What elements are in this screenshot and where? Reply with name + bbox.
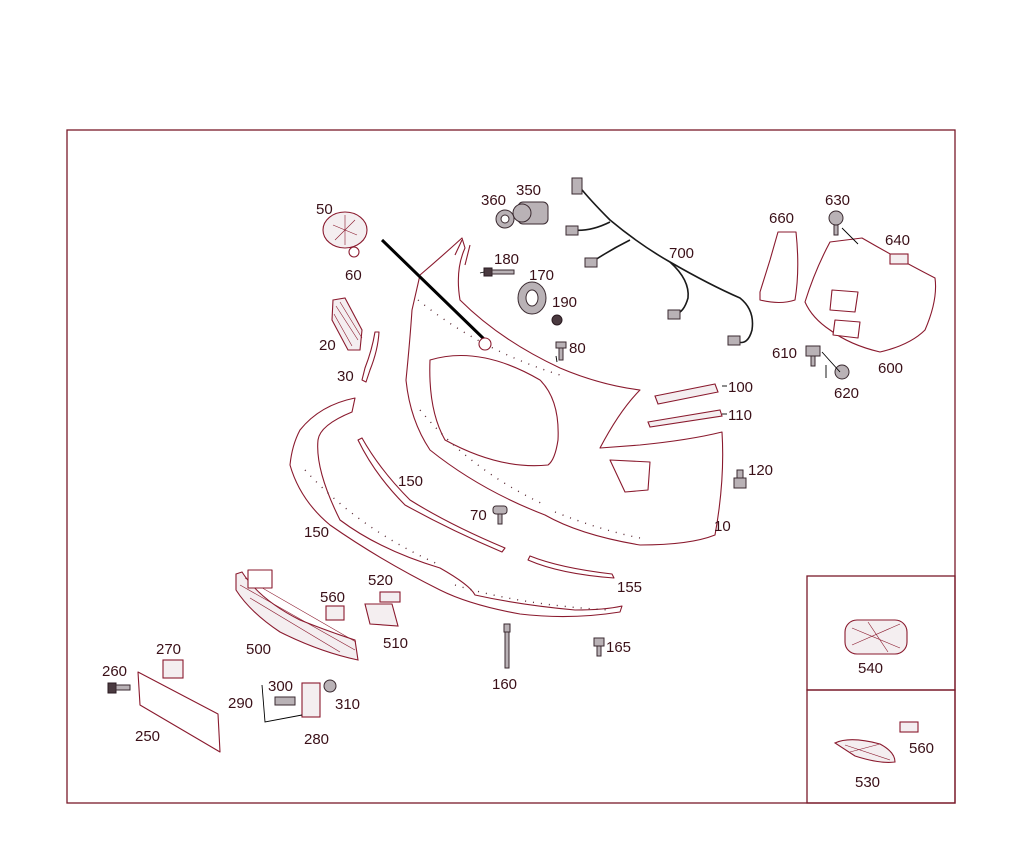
bracket-660 (759, 231, 799, 304)
inset-frame-bottom (806, 689, 956, 804)
label-180: 180 (494, 251, 519, 268)
clip-270 (162, 659, 184, 679)
bracket-600-slot (832, 319, 861, 339)
screw-610 (805, 345, 821, 367)
screw-70 (492, 505, 508, 525)
trim-110 (647, 409, 723, 428)
bolt-180 (483, 267, 515, 277)
label-360: 360 (481, 192, 506, 209)
label-160: 160 (492, 676, 517, 693)
part-labels: 10 20 30 50 60 70 80 100 110 120 150 150… (102, 182, 934, 791)
bolt-260 (107, 682, 131, 694)
grille-20 (331, 297, 363, 351)
grille-530 (833, 739, 896, 763)
rivet-160 (503, 623, 511, 669)
emblem-50 (322, 211, 368, 249)
label-290: 290 (228, 695, 253, 712)
gear-170 (517, 281, 547, 315)
sensor-350 (512, 201, 549, 225)
label-165: 165 (606, 639, 631, 656)
clip-640 (889, 253, 909, 265)
connector-d (727, 335, 741, 346)
label-520: 520 (368, 572, 393, 589)
label-610: 610 (772, 345, 797, 362)
connector-top (571, 177, 583, 195)
label-100: 100 (728, 379, 753, 396)
label-150a: 150 (398, 473, 423, 490)
label-540: 540 (858, 660, 883, 677)
leader-290 (261, 684, 303, 723)
label-280: 280 (304, 731, 329, 748)
label-530: 530 (855, 774, 880, 791)
grille-500 (235, 569, 359, 661)
leader-arrow (380, 238, 487, 342)
nut-310 (323, 679, 337, 693)
clip-560 (325, 605, 345, 621)
bracket-280 (274, 682, 321, 718)
label-170: 170 (529, 267, 554, 284)
trim-strip-155 (527, 555, 615, 579)
label-250: 250 (135, 728, 160, 745)
label-30: 30 (337, 368, 354, 385)
bracket-600-opening (829, 289, 859, 313)
connector-a (565, 225, 579, 236)
label-310: 310 (335, 696, 360, 713)
nut-190 (551, 314, 563, 326)
label-300: 300 (268, 678, 293, 695)
label-80: 80 (569, 340, 586, 357)
clip-560-inset (899, 721, 919, 733)
label-560a: 560 (320, 589, 345, 606)
washer-620 (834, 364, 850, 380)
screw-120 (733, 469, 747, 489)
label-110: 110 (728, 407, 752, 424)
label-640: 640 (885, 232, 910, 249)
label-660: 660 (769, 210, 794, 227)
insert-510 (364, 603, 399, 627)
part-at-arrow (478, 337, 492, 351)
leader-lines (479, 227, 859, 415)
label-630: 630 (825, 192, 850, 209)
trim-100 (654, 383, 719, 405)
label-20: 20 (319, 337, 336, 354)
label-60: 60 (345, 267, 362, 284)
wiring-harness-700 (565, 177, 754, 346)
label-510: 510 (383, 635, 408, 652)
clip-520 (379, 591, 401, 603)
label-190: 190 (552, 294, 577, 311)
screw-80 (555, 341, 567, 361)
label-150b: 150 (304, 524, 329, 541)
label-270: 270 (156, 641, 181, 658)
trim-strip-150 (357, 437, 506, 553)
label-350: 350 (516, 182, 541, 199)
label-260: 260 (102, 663, 127, 680)
screw-630 (828, 210, 844, 236)
grille-540 (844, 619, 908, 655)
label-70: 70 (470, 507, 487, 524)
connector-c (667, 309, 681, 320)
plate-bracket-250 (137, 671, 221, 753)
label-620: 620 (834, 385, 859, 402)
label-500: 500 (246, 641, 271, 658)
label-700: 700 (669, 245, 694, 262)
bumper-cover-10 (405, 237, 724, 546)
connector-b (584, 257, 598, 268)
label-50: 50 (316, 201, 333, 218)
lower-spoiler-150 (289, 397, 623, 618)
cable-30 (361, 331, 380, 383)
label-560b: 560 (909, 740, 934, 757)
screw-165 (593, 637, 605, 657)
label-120: 120 (748, 462, 773, 479)
part-60 (348, 246, 360, 258)
label-10: 10 (714, 518, 731, 535)
diagram-frame (66, 129, 956, 804)
bracket-600 (804, 237, 937, 353)
label-600: 600 (878, 360, 903, 377)
label-155: 155 (617, 579, 642, 596)
